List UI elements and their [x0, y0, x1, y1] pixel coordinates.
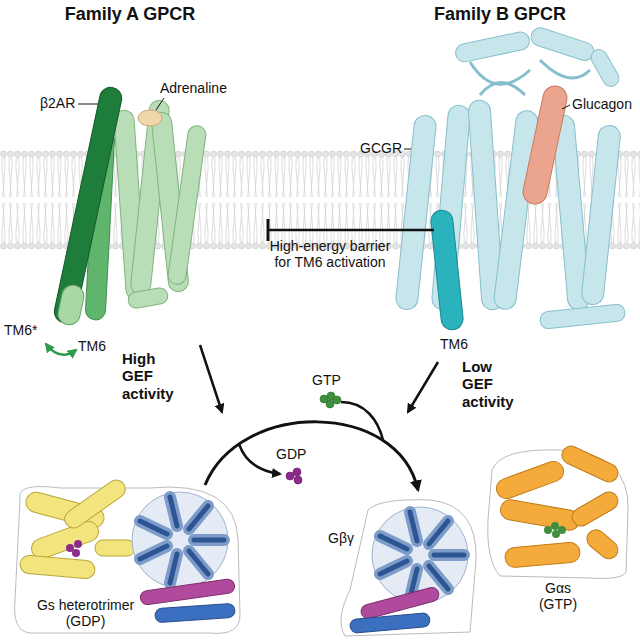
inhibition-line [268, 229, 434, 232]
beta-propeller [132, 492, 228, 588]
gdp-bound [66, 540, 82, 557]
protein-label: Gαs (GTP) [533, 580, 583, 612]
gdp-curve [239, 444, 280, 474]
protein-node: Gβγ [325, 490, 480, 640]
tm6-active [52, 85, 123, 324]
galpha-helices [19, 477, 135, 580]
strand [140, 497, 224, 583]
atom [558, 526, 566, 534]
protein-outline [15, 487, 240, 634]
gef-arrow [200, 345, 222, 412]
helix [581, 124, 622, 305]
text-label: Family B GPCR [400, 4, 600, 25]
text-label: High-energy barrier for TM6 activation [265, 238, 395, 270]
helix [583, 526, 621, 562]
galpha-helices [494, 443, 622, 568]
beta-strands [140, 497, 224, 583]
text-label: TM6 [78, 338, 106, 354]
text-label: TM6 [440, 336, 468, 352]
helix [539, 304, 625, 330]
text-label: High GEF activity [122, 350, 186, 402]
helix [493, 109, 539, 310]
text-label: TM6* [4, 322, 37, 338]
leader-line [78, 104, 98, 105]
protein-label: Gs heterotrimer (GDP) [28, 597, 143, 629]
atom [286, 472, 294, 480]
atom [72, 549, 80, 557]
helix [19, 555, 95, 579]
leader-line [404, 149, 411, 150]
text-label: GDP [276, 446, 306, 462]
text-label: Adrenaline [160, 80, 227, 96]
glucagon-peptide [521, 84, 569, 206]
strand [140, 497, 224, 583]
movement-arrow [46, 344, 76, 355]
protein-node: Gαs (GTP) [478, 440, 638, 620]
strand [380, 512, 464, 598]
atom [293, 468, 301, 476]
protein-label: Gβγ [328, 530, 354, 546]
beta-helix [350, 613, 431, 634]
text-label: GCGR [360, 140, 402, 156]
helix [504, 542, 580, 568]
gtp-bound [544, 522, 566, 538]
atom [551, 522, 559, 530]
adrenaline-ligand [138, 110, 162, 126]
helix [494, 459, 567, 502]
helix [588, 47, 622, 90]
leader-line [562, 105, 570, 109]
gamma-helix [139, 578, 235, 605]
atom [333, 396, 341, 404]
beta-strands [380, 512, 464, 598]
tm6-end [56, 283, 86, 327]
receptor-helices [113, 99, 207, 309]
helix [569, 489, 621, 530]
helix [559, 443, 621, 485]
text-label: β2AR [40, 95, 75, 111]
receptor-helices [395, 26, 626, 330]
beta-helix [155, 603, 236, 623]
helix [499, 498, 581, 532]
gef-arrow [408, 362, 438, 412]
protein-outline [341, 500, 476, 636]
atom [294, 476, 302, 484]
helix [529, 26, 596, 63]
protein-node: Gs heterotrimer (GDP) [10, 485, 245, 640]
gtp-curve [341, 402, 383, 440]
leader-line [156, 98, 164, 110]
helix [61, 477, 129, 532]
reaction-arrow [205, 422, 418, 490]
loop [470, 60, 590, 95]
beta-propeller [372, 507, 468, 603]
atom [544, 526, 552, 534]
text-label: Low GEF activity [462, 358, 526, 410]
text-label: Family A GPCR [30, 4, 230, 25]
text-label: GTP [312, 372, 341, 388]
helix [454, 30, 531, 63]
helix [29, 519, 102, 562]
gtp-molecule [320, 392, 341, 408]
gdp-molecule [286, 468, 302, 484]
tm6-helix [430, 209, 464, 331]
atom [326, 400, 334, 408]
helix [167, 125, 207, 286]
helix [127, 287, 169, 310]
atom [74, 540, 82, 548]
text-label: Glucagon [572, 96, 632, 112]
inhibition-bar [267, 219, 270, 241]
strand [380, 512, 464, 598]
helix [95, 540, 135, 556]
